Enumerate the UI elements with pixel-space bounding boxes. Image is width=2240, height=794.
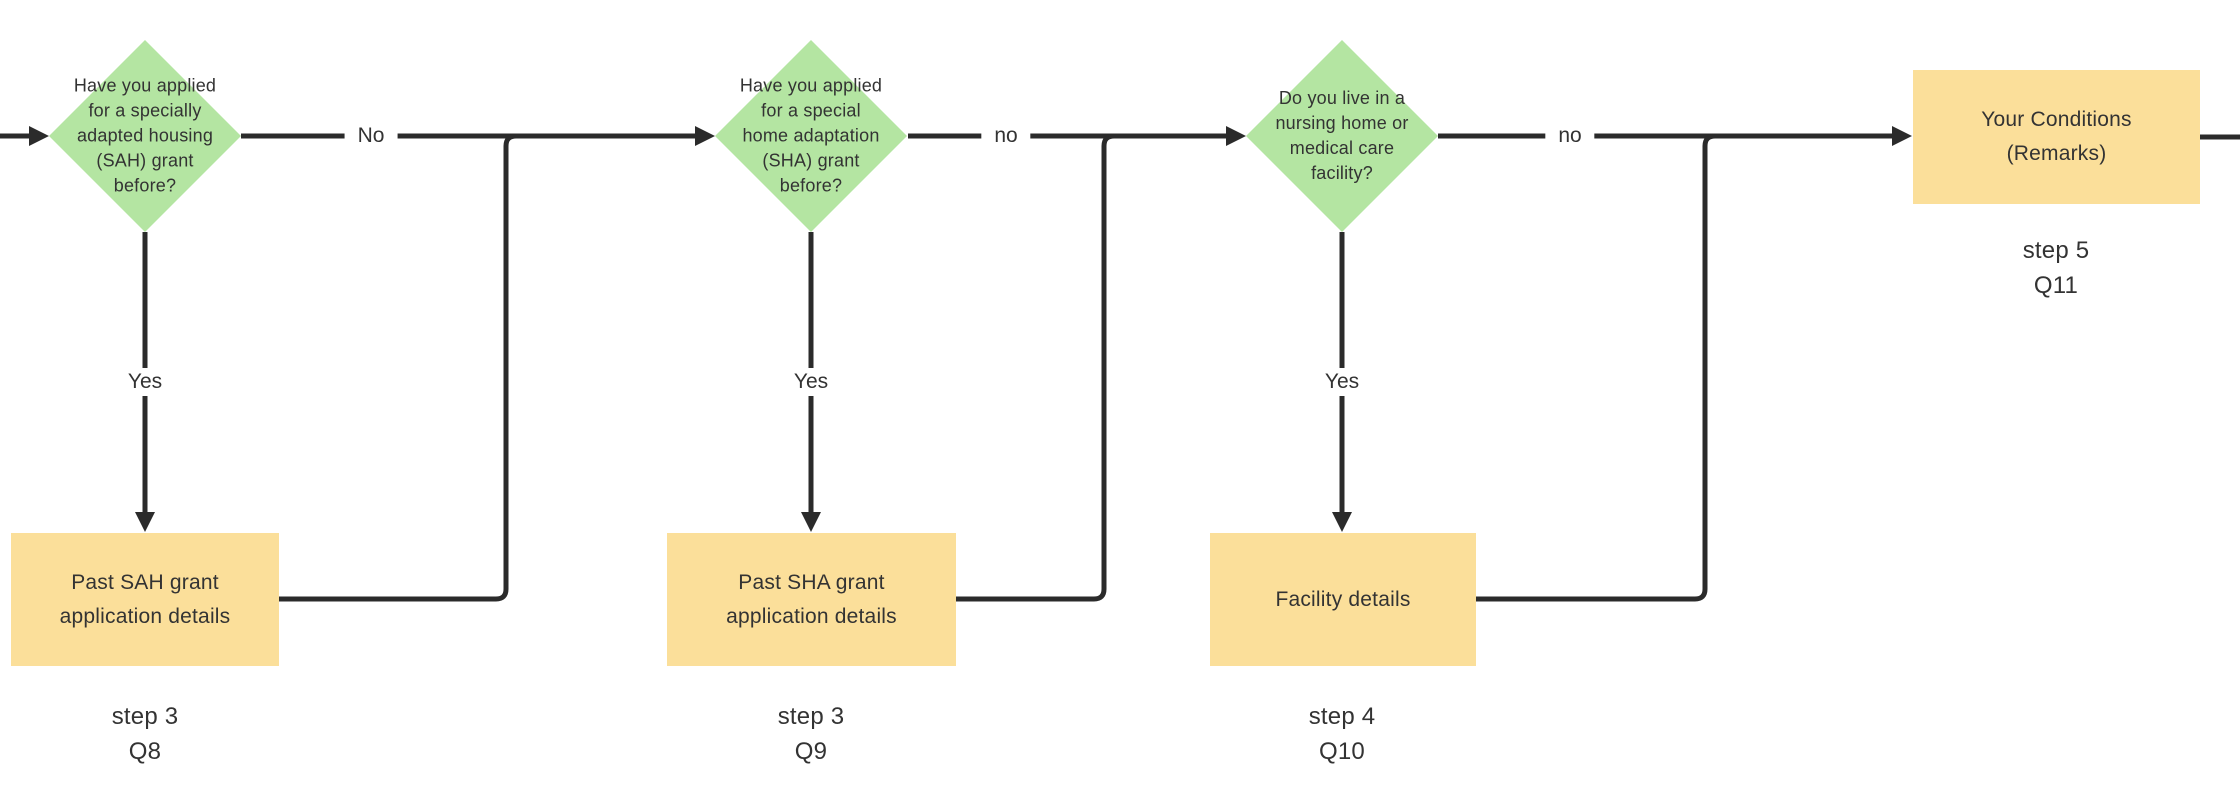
edge-merge-past-sah (278, 133, 517, 602)
process-label-past-sah: Past SAH grant application details (59, 570, 231, 628)
arrowhead-into-sah-decision (29, 126, 49, 146)
decision-diamond-sah (49, 40, 241, 232)
arrowhead-into-facility-decision (1226, 126, 1246, 146)
edge-label-no-sah: No (344, 122, 398, 150)
decision-question-sah: Have you applied for a specially adapted… (73, 75, 217, 196)
edge-label-no-sha: no (981, 122, 1031, 150)
edge-label-yes-sah: Yes (114, 368, 176, 396)
step-number: step 3 (777, 703, 845, 730)
step-number: step 3 (111, 703, 179, 730)
arrowhead-into-past-sah-box (135, 512, 155, 532)
process-box-your-conditions: Your Conditions (Remarks) (1913, 70, 2200, 204)
process-label-past-sha: Past SHA grant application details (726, 570, 897, 628)
step-number: step 5 (2022, 237, 2090, 264)
process-label-facility-details: Facility details (1275, 587, 1411, 611)
process-box-past-sha: Past SHA grant application details (667, 533, 956, 666)
process-label-your-conditions: Your Conditions (Remarks) (1981, 108, 2132, 165)
question-id: Q9 (794, 738, 828, 765)
process-box-past-sah: Past SAH grant application details (11, 533, 279, 666)
arrowhead-into-conditions-box (1892, 126, 1912, 146)
question-id: Q11 (2033, 272, 2079, 299)
decision-question-facility: Do you live in a nursing home or medical… (1275, 88, 1409, 183)
edge-merge-past-sha (956, 133, 1115, 602)
decision-diamond-sha (715, 40, 907, 232)
step-number: step 4 (1308, 703, 1376, 730)
arrowhead-into-facility-details-box (1332, 512, 1352, 532)
question-id: Q8 (128, 738, 162, 765)
edge-label-yes-facility: Yes (1311, 368, 1373, 396)
edge-label-no-facility: no (1545, 122, 1595, 150)
decision-diamond-facility (1246, 40, 1438, 232)
question-id: Q10 (1319, 738, 1365, 765)
arrowhead-into-past-sha-box (801, 512, 821, 532)
edge-label-yes-sha: Yes (780, 368, 842, 396)
arrowhead-into-sha-decision (695, 126, 715, 146)
step-caption-past-sha: step 3 Q9 (778, 699, 845, 769)
edge-merge-facility-details (1476, 133, 1716, 602)
step-caption-your-conditions: step 5 Q11 (2023, 233, 2090, 303)
step-caption-facility-details: step 4 Q10 (1309, 699, 1376, 769)
step-caption-past-sah: step 3 Q8 (112, 699, 179, 769)
process-box-facility-details: Facility details (1210, 533, 1476, 666)
decision-question-sha: Have you applied for a special home adap… (739, 75, 883, 196)
